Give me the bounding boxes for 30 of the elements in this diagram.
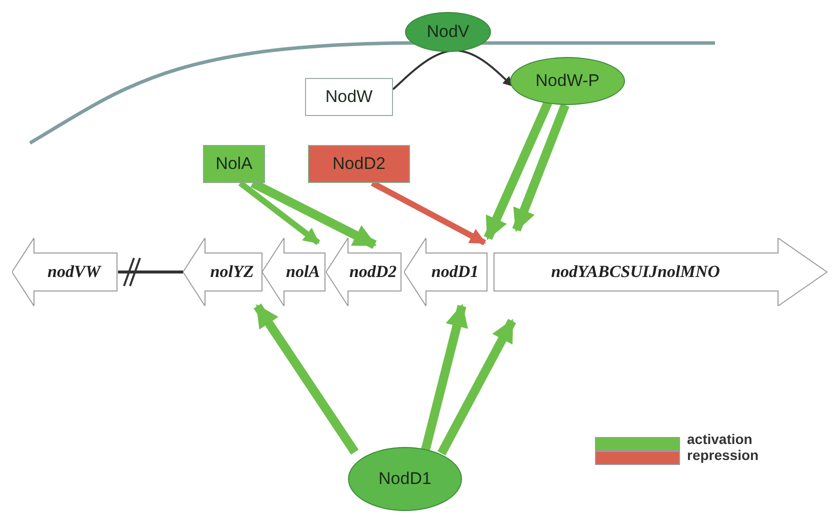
protein-box — [308, 145, 410, 183]
gene-block — [12, 238, 118, 306]
protein-box — [203, 145, 265, 183]
protein-label: NodW — [325, 87, 373, 107]
gene-label: nodYABCSUIJnolMNO — [551, 262, 720, 282]
gene-block — [404, 238, 488, 306]
gene-label: nolA — [286, 262, 320, 282]
arrow — [512, 103, 570, 232]
protein-label: NodD2 — [332, 154, 386, 174]
arrow — [421, 304, 468, 451]
arrow — [254, 304, 359, 455]
gene-block — [262, 238, 326, 306]
protein-label: NodW-P — [536, 71, 600, 91]
legend-label: repression — [687, 447, 759, 463]
legend-label: activation — [687, 431, 752, 447]
gene-label: nodVW — [48, 262, 100, 282]
protein-box — [305, 78, 393, 116]
chromosome-line — [118, 270, 183, 274]
gene-label: nodD1 — [431, 262, 479, 282]
gene-label: nodD2 — [349, 262, 397, 282]
protein-label: NodD1 — [378, 469, 432, 489]
gene-block — [183, 238, 263, 306]
gene-block — [326, 238, 402, 306]
arrow — [438, 318, 516, 456]
protein-label: NodV — [426, 22, 470, 42]
gene-label: nolYZ — [210, 262, 254, 282]
protein-label: NolA — [216, 154, 252, 174]
gene-block — [493, 238, 828, 306]
arrow — [238, 180, 320, 246]
arrow — [484, 100, 552, 240]
